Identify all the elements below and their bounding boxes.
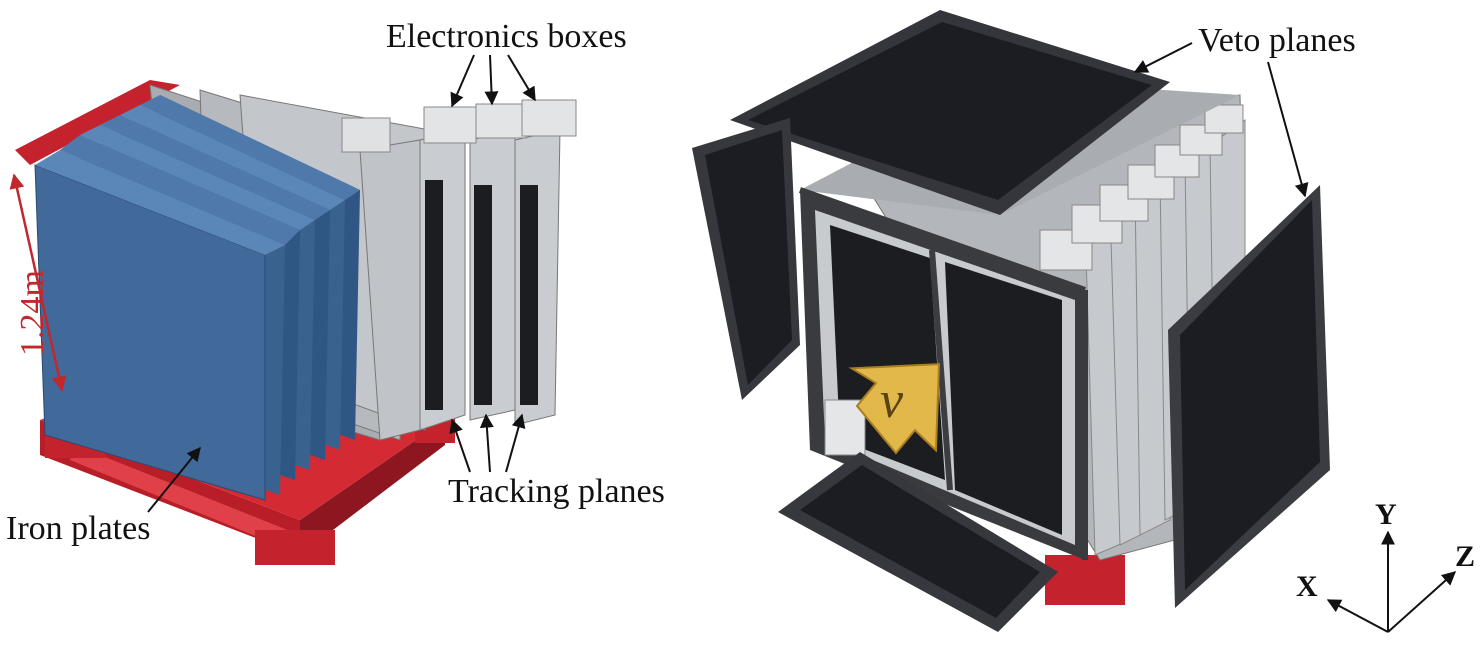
label-tracking-planes: Tracking planes	[448, 473, 665, 510]
arrow-iron-plates	[147, 446, 201, 513]
label-iron-plates: Iron plates	[6, 510, 151, 547]
right-module	[692, 10, 1330, 632]
veto-plane-left	[692, 118, 800, 400]
left-module	[9, 80, 577, 565]
arrow-electronics-3	[507, 54, 536, 102]
axis-x-label: X	[1296, 570, 1318, 603]
axis-x-line	[1326, 599, 1389, 633]
label-veto-planes: Veto planes	[1198, 22, 1356, 59]
veto-plane-top	[730, 10, 1170, 215]
arrow-veto-top	[1133, 42, 1193, 73]
neutrino-arrow	[848, 363, 941, 455]
arrow-tracking-1	[449, 418, 471, 473]
axis-z-line	[1387, 571, 1457, 633]
label-electronics-boxes: Electronics boxes	[386, 18, 627, 55]
iron-plates	[34, 95, 360, 501]
arrow-tracking-3	[505, 413, 526, 473]
electronics-boxes-left	[341, 99, 577, 153]
label-neutrino: ν	[880, 372, 904, 429]
arrow-electronics-2	[484, 54, 499, 106]
callout-arrows	[147, 42, 1309, 513]
veto-plane-right	[1168, 185, 1330, 608]
arrow-tracking-2	[479, 413, 494, 473]
dimension-arrow	[9, 173, 67, 392]
label-dimension: 1.24m	[14, 270, 51, 356]
axis-y-label: Y	[1375, 498, 1397, 531]
axis-z-label: Z	[1455, 540, 1476, 573]
coordinate-axes	[1326, 530, 1457, 633]
veto-plane-bottom	[778, 452, 1058, 632]
arrow-veto-right	[1267, 61, 1309, 198]
arrow-electronics-1	[450, 54, 475, 108]
